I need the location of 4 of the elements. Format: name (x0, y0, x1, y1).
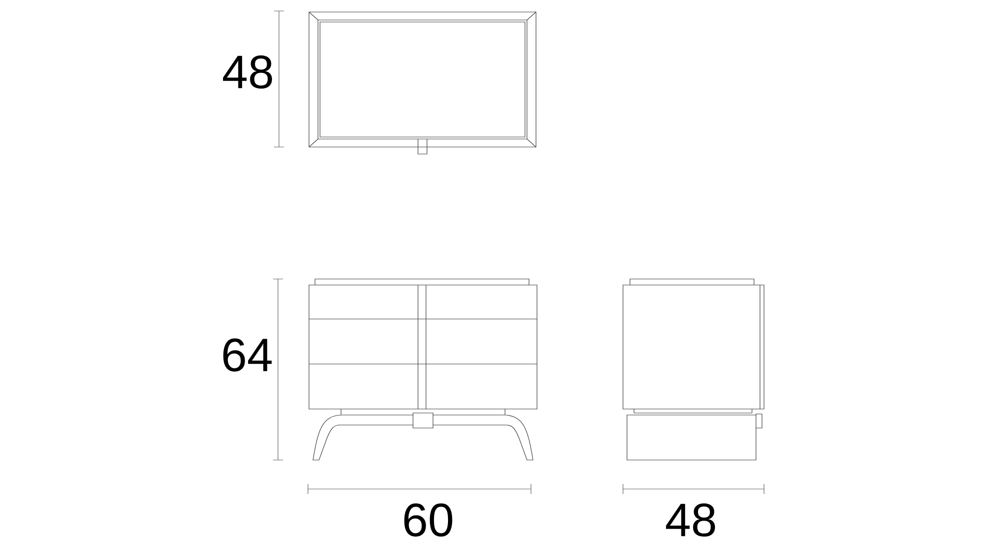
dimension-label: 64 (223, 338, 272, 372)
dimension-label: 48 (666, 503, 716, 537)
dimension-label: 60 (404, 503, 452, 537)
dimension-label: 48 (223, 55, 272, 89)
